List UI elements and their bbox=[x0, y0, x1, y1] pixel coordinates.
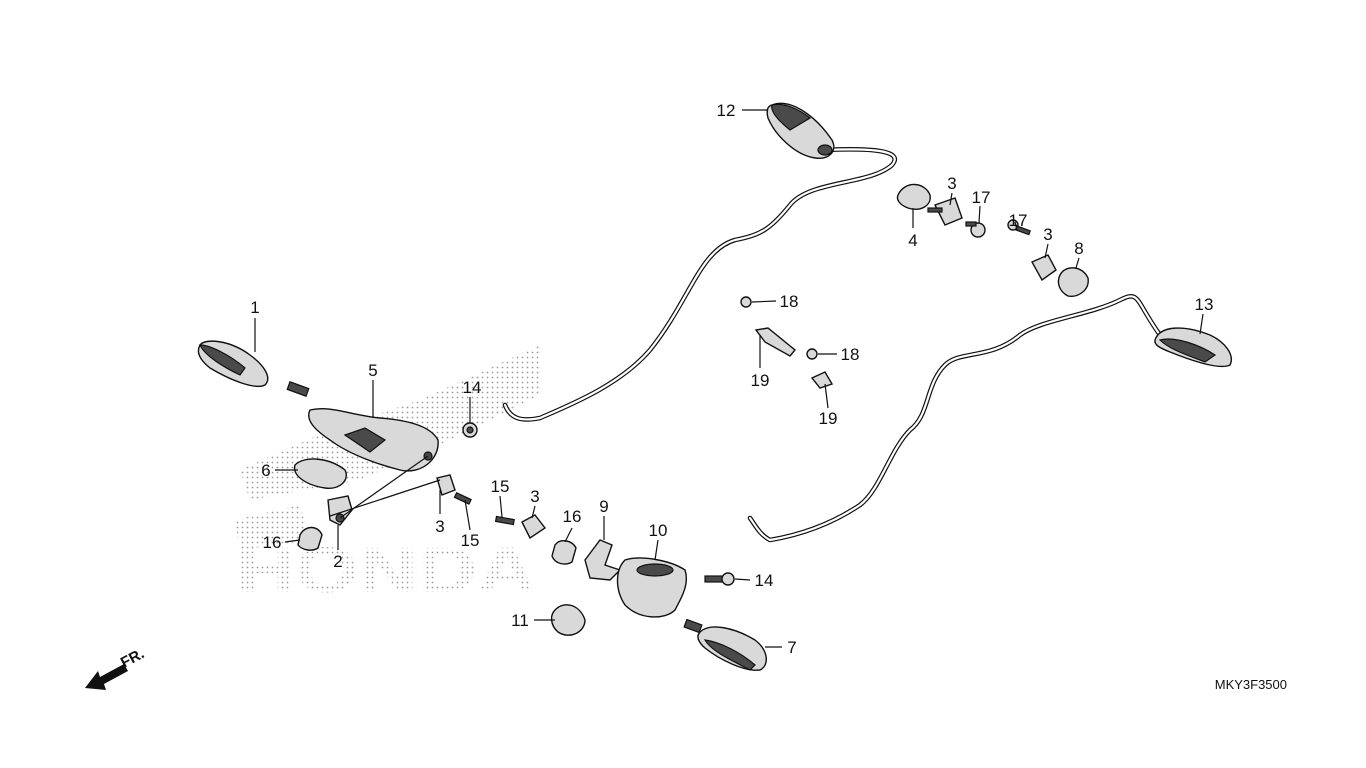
part-19-band-lower[interactable] bbox=[810, 371, 834, 389]
callout-15: 15 bbox=[461, 531, 480, 550]
leader-lines bbox=[254, 109, 1204, 648]
callout-2: 2 bbox=[333, 552, 342, 571]
part-14-screw-right[interactable] bbox=[704, 572, 735, 586]
wire-harness-front bbox=[502, 147, 897, 422]
part-16-collar-left[interactable] bbox=[297, 526, 323, 551]
callout-18: 18 bbox=[780, 292, 799, 311]
callout-5: 5 bbox=[368, 361, 377, 380]
callout-13: 13 bbox=[1195, 295, 1214, 314]
callout-19: 19 bbox=[751, 371, 770, 390]
callout-18: 18 bbox=[841, 345, 860, 364]
front-arrow-icon bbox=[85, 664, 128, 690]
part-19-band-upper[interactable] bbox=[754, 327, 796, 357]
part-12-winker[interactable] bbox=[766, 102, 835, 159]
callout-17: 17 bbox=[972, 188, 991, 207]
part-4-grommet[interactable] bbox=[896, 183, 931, 210]
part-5-mount-rubber[interactable] bbox=[308, 407, 439, 472]
part-14-nut-left[interactable] bbox=[462, 422, 478, 438]
callout-14: 14 bbox=[755, 571, 774, 590]
callout-7: 7 bbox=[787, 638, 796, 657]
callout-11: 11 bbox=[511, 611, 529, 630]
part-13-winker[interactable] bbox=[1154, 327, 1232, 368]
callout-6: 6 bbox=[261, 461, 270, 480]
part-18-clip-lower[interactable] bbox=[806, 348, 818, 360]
callout-12: 12 bbox=[717, 101, 736, 120]
part-3-plate-center[interactable] bbox=[521, 514, 547, 540]
wire-harness-rear bbox=[747, 294, 1163, 543]
part-16-collar-center[interactable] bbox=[551, 540, 577, 565]
part-3-plate-lower[interactable] bbox=[1031, 254, 1057, 282]
callout-4: 4 bbox=[908, 231, 917, 250]
callout-3: 3 bbox=[435, 517, 444, 536]
front-direction-indicator: FR. bbox=[85, 645, 147, 690]
callout-3: 3 bbox=[1043, 225, 1052, 244]
diagram-code: MKY3F3500 bbox=[1215, 677, 1287, 692]
callout-labels: 1 2 3 3 3 3 4 5 6 7 8 9 10 11 12 13 14 1… bbox=[250, 101, 1213, 657]
callout-3: 3 bbox=[947, 174, 956, 193]
watermark-text: HONDA bbox=[236, 534, 536, 606]
honda-watermark: HONDA bbox=[235, 345, 540, 606]
callout-16: 16 bbox=[563, 507, 582, 526]
part-15-screw-center[interactable] bbox=[494, 515, 515, 526]
callout-9: 9 bbox=[599, 497, 608, 516]
callout-15: 15 bbox=[491, 477, 510, 496]
callout-16: 16 bbox=[263, 533, 282, 552]
callout-1: 1 bbox=[250, 298, 259, 317]
callout-19: 19 bbox=[819, 409, 838, 428]
part-1-winker[interactable] bbox=[197, 340, 310, 397]
part-18-clip-upper[interactable] bbox=[740, 296, 752, 308]
part-6-grommet[interactable] bbox=[293, 458, 347, 489]
part-17-bolt-upper[interactable] bbox=[965, 221, 986, 238]
part-11-socket[interactable] bbox=[550, 604, 586, 636]
callout-17: 17 bbox=[1009, 211, 1028, 230]
part-8-grommet[interactable] bbox=[1057, 267, 1089, 297]
part-3-plate-left[interactable] bbox=[436, 474, 456, 496]
part-3-plate-upper[interactable] bbox=[927, 197, 963, 226]
part-10-mount-rubber[interactable] bbox=[616, 557, 687, 618]
part-7-winker[interactable] bbox=[683, 618, 767, 671]
part-9-stay[interactable] bbox=[584, 539, 622, 581]
callout-8: 8 bbox=[1074, 239, 1083, 258]
callout-3: 3 bbox=[530, 487, 539, 506]
callout-14: 14 bbox=[463, 378, 482, 397]
part-15-screw-left[interactable] bbox=[453, 492, 472, 505]
callout-10: 10 bbox=[649, 521, 668, 540]
